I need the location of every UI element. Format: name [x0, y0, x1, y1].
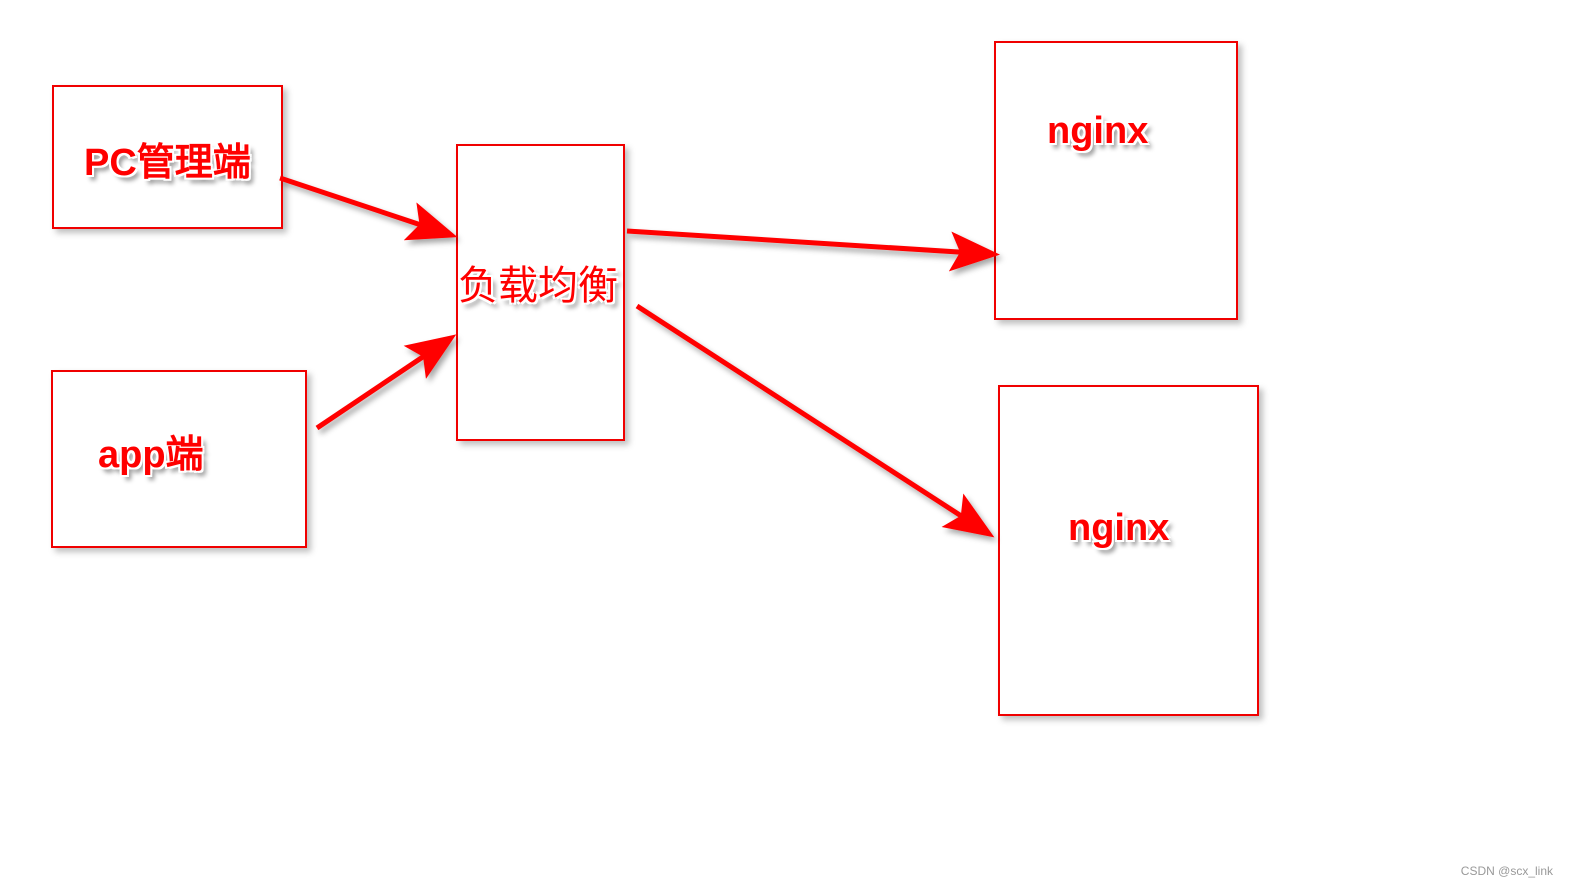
- nginx-label-1: nginx: [1047, 110, 1149, 152]
- arrow-app-to-lb: [315, 334, 457, 431]
- arrow-pc-to-lb: [279, 175, 458, 241]
- app-client-box: [51, 370, 307, 548]
- load-balancer-box: [456, 144, 625, 441]
- watermark: CSDN @scx_link: [1460, 864, 1553, 878]
- pc-client-label: PC管理端: [84, 142, 251, 184]
- arrow-lb-to-nginx2: [635, 303, 995, 538]
- nginx-label-2: nginx: [1068, 507, 1170, 549]
- app-client-label: app端: [98, 434, 204, 476]
- arrow-lb-to-nginx1: [626, 228, 1000, 272]
- nginx-server-box-1: [994, 41, 1238, 320]
- pc-client-box: [52, 85, 283, 229]
- load-balancer-label: 负载均衡: [458, 263, 618, 309]
- nginx-server-box-2: [998, 385, 1259, 716]
